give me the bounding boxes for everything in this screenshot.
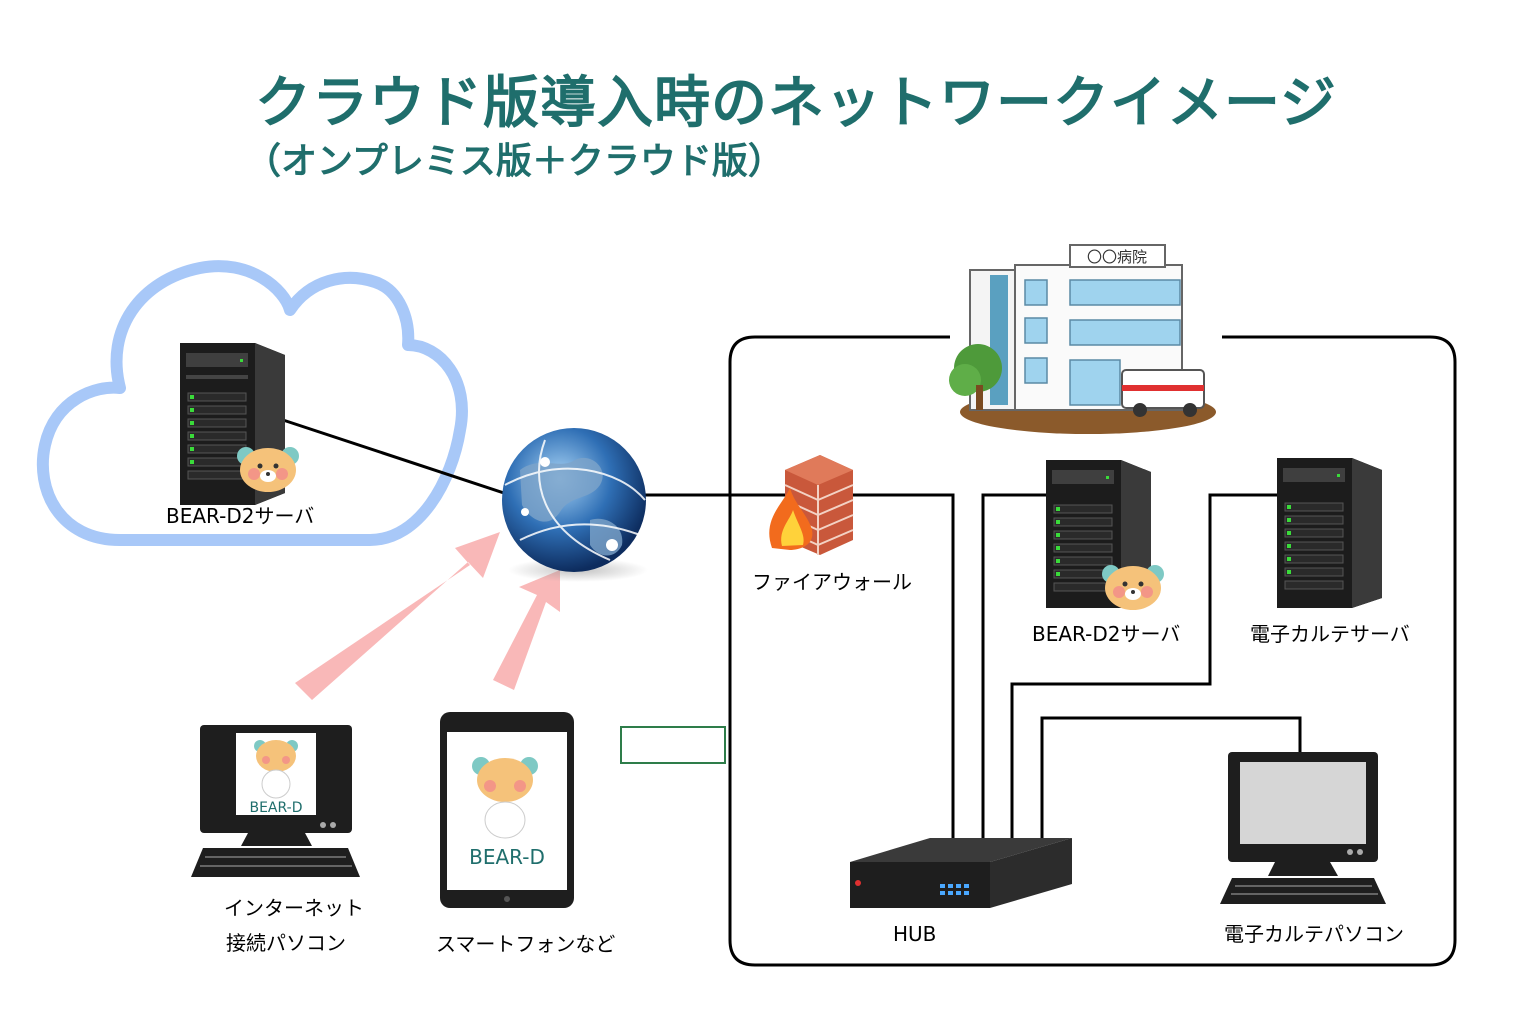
bear-mascot-icon [1102,565,1164,610]
page-subtitle: （オンプレミス版＋クラウド版） [245,141,784,182]
hospital-building-icon [949,244,1216,434]
onprem-server-label: BEAR-D2サーバ [1032,622,1181,646]
smartphone-label: スマートフォンなど [436,932,616,956]
emr-server-label: 電子カルテサーバ [1250,622,1410,646]
internet-pc-label-line1: インターネット [224,896,364,920]
internet-pc-label-line2: 接続パソコン [226,931,346,955]
cloud-shape [36,260,468,546]
hub-label: HUB [893,922,937,946]
arrow-from-pc [295,532,500,700]
pc-screen-brand-text: BEAR-D [249,800,302,816]
arrow-from-smartphone [493,570,560,690]
hub-icon [850,838,1072,908]
hospital-network-frame [728,335,1457,967]
connection-lines [282,418,1302,840]
hospital-sign-text: 〇〇病院 [1087,248,1147,266]
page-title: クラウド版導入時のネットワークイメージ [255,71,1337,136]
upload-arrows [295,532,560,700]
cloud-server-label: BEAR-D2サーバ [166,504,315,528]
internet-globe-icon [502,428,648,582]
tablet-screen-brand-text: BEAR-D [469,845,545,869]
firewall-icon [769,455,854,555]
emr-pc-label: 電子カルテパソコン [1224,922,1404,946]
bear-doctor-mascot-icon [472,757,538,839]
empty-shape [620,726,726,764]
emr-server-icon [1277,458,1382,608]
bear-mascot-icon [237,447,299,492]
emr-pc-icon [1220,752,1386,904]
bear-doctor-mascot-icon [254,740,298,799]
internet-pc-icon [191,725,360,877]
firewall-label: ファイアウォール [752,570,912,594]
